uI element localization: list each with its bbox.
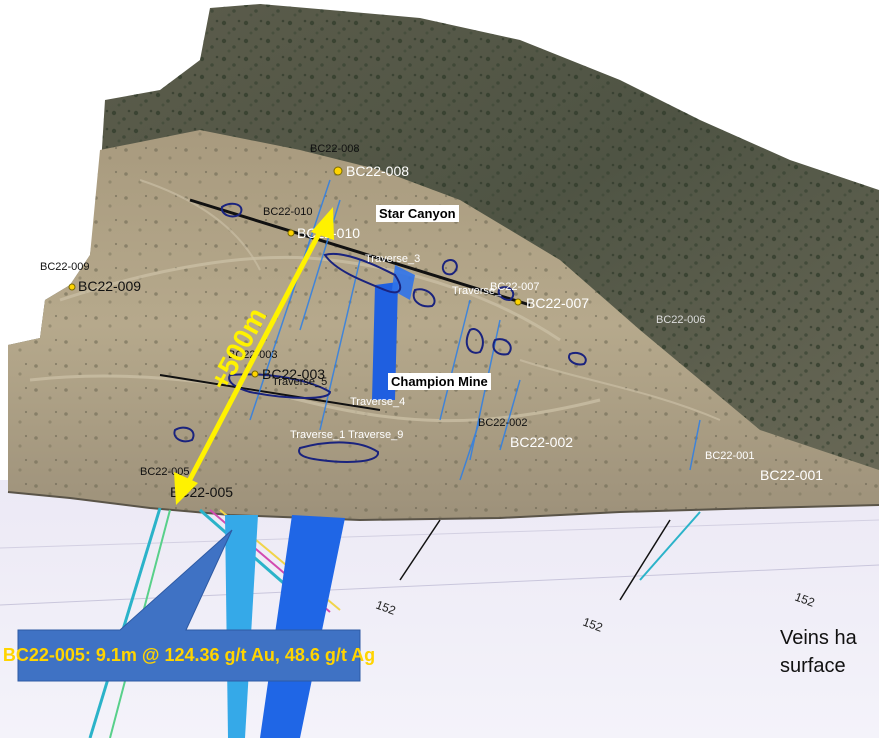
traverse-label: Traverse_5 [272,376,327,388]
drillhole-label: BC22-002 [478,417,528,429]
depth-mark: 152 [793,590,817,610]
drillhole-label: BC22-010 [263,206,313,218]
note-line-1: Veins ha [780,627,857,649]
drillhole-label: BC22-008 [310,143,360,155]
depth-mark: 152 [374,598,398,618]
drillhole-label: BC22-009 [40,261,90,273]
drillhole-label: BC22-008 [346,163,409,179]
scale-arrow-head-bottom [174,472,198,505]
traverse-label: Traverse_ [452,285,502,297]
scale-arrow [184,224,326,487]
vein-body [372,282,398,400]
depth-mark: 152 [581,615,605,635]
champion-mine-label: Champion Mine [388,373,491,390]
drillhole-label: BC22-001 [705,450,755,462]
drillhole-label: BC22-007 [526,295,589,311]
assay-callout-text: BC22-005: 9.1m @ 124.36 g/t Au, 48.6 g/t… [2,644,376,665]
vein-outlines [173,202,587,463]
road [519,359,721,421]
traverse-label: Traverse_4 [350,396,405,408]
section-gridline [0,519,879,549]
drillhole-label: BC22-003 [262,366,325,382]
terrain-edge [7,491,879,522]
callout-box [17,529,361,682]
road [29,374,601,423]
drillhole-label: BC22-007 [490,281,540,293]
section-line [159,374,381,411]
vein-projection [260,515,345,738]
star-canyon-label: Star Canyon [376,205,459,222]
scale-arrow-head-top [311,207,334,240]
drillhole-label: BC22-006 [656,314,706,326]
vein-projection [225,515,258,738]
drillhole-label: BC22-001 [760,467,823,483]
note-line-2: surface [780,655,846,677]
road [139,179,261,271]
drillhole-label: BC22-009 [78,278,141,294]
traverse-label: Traverse_1 Traverse_9 [290,429,403,441]
drillhole-label: BC22-002 [510,434,573,450]
section-line [189,198,531,307]
traverse-label: Traverse_3 [365,253,420,265]
